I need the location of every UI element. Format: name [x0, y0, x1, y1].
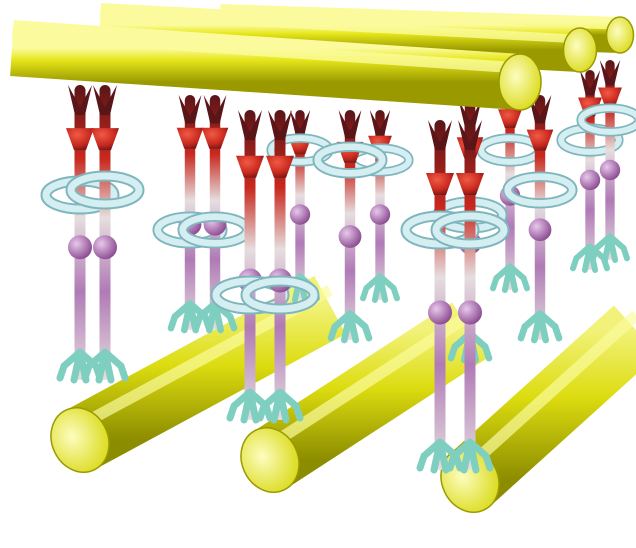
- front-pillar-6-bead: [458, 301, 482, 325]
- front-pillar-6-stem: [465, 120, 476, 470]
- front-pillar-6-head: [456, 173, 484, 195]
- front-pillar-2-bead: [93, 235, 117, 259]
- bottom-rod-3-body: [470, 330, 636, 480]
- back-pillar-4-bead: [580, 170, 600, 190]
- front-pillar-5-bead: [428, 301, 452, 325]
- front-pillar-5-head: [426, 173, 454, 195]
- back-pillar-3-head: [498, 109, 522, 128]
- mid-pillar-5-head: [527, 130, 554, 151]
- front-pillar-1-head: [66, 128, 94, 150]
- front-pillar-4-head: [266, 156, 294, 178]
- scaffold-drawing: [12, 13, 636, 522]
- back-pillar-2-bead: [370, 204, 390, 224]
- mid-pillar-1-head: [177, 128, 204, 149]
- mid-pillar-2-head: [202, 128, 229, 149]
- front-pillar-2-head: [91, 128, 119, 150]
- back-pillar-5-head: [598, 88, 622, 107]
- front-pillar-1-bead: [68, 235, 92, 259]
- front-pillar-5-stem: [435, 120, 446, 470]
- back-pillar-1-bead: [290, 204, 310, 224]
- mid-pillar-5-bead: [529, 218, 552, 241]
- top-rod-3-end-cap: [607, 17, 634, 53]
- mid-pillar-3-bead: [339, 225, 362, 248]
- front-pillar-3-head: [236, 156, 264, 178]
- back-pillar-5-bead: [600, 160, 620, 180]
- top-rod-2-end-cap: [564, 28, 597, 72]
- top-rod-1-end-cap: [499, 54, 541, 110]
